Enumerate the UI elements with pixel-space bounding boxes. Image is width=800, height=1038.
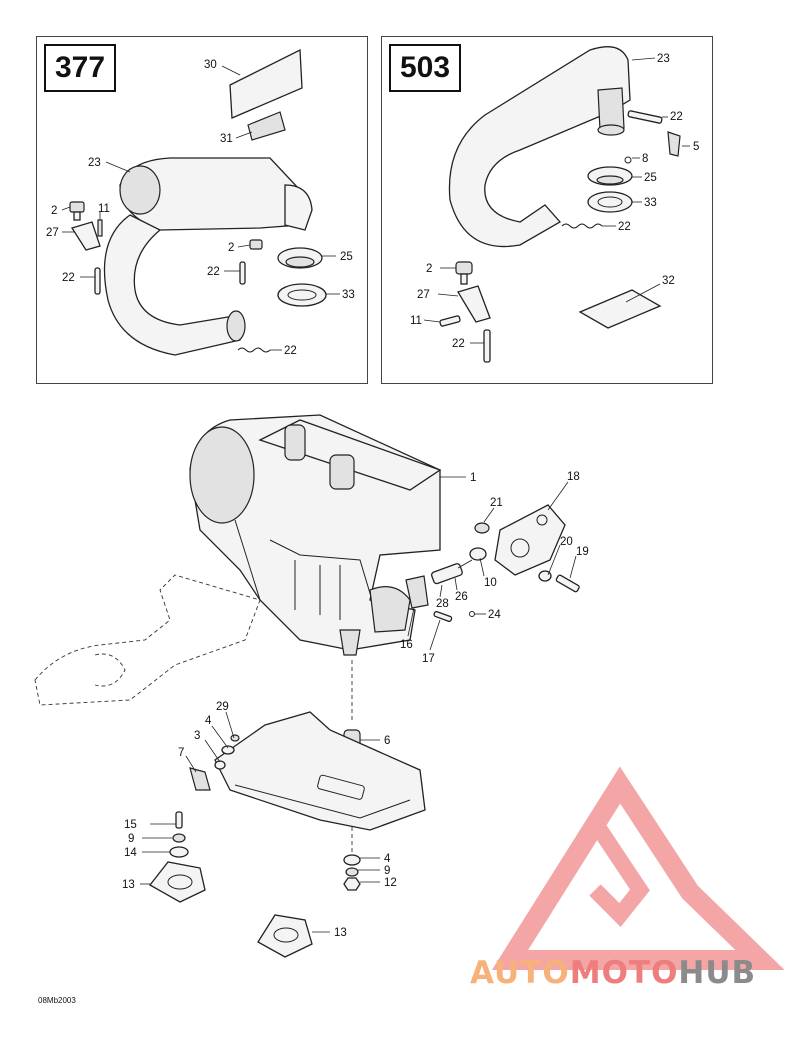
callout-11: 11: [98, 203, 110, 215]
callout-26: 26: [455, 591, 468, 603]
callout-25: 25: [340, 251, 353, 263]
callout-22: 22: [452, 338, 465, 350]
callout-13: 13: [122, 879, 135, 891]
callout-22: 22: [62, 272, 75, 284]
callout-11: 11: [410, 315, 422, 327]
callout-8: 8: [642, 153, 648, 165]
callout-6: 6: [384, 735, 390, 747]
callout-10: 10: [484, 577, 497, 589]
watermark-logo-icon: [491, 766, 785, 970]
callout-5: 5: [693, 141, 699, 153]
callout-25: 25: [644, 172, 657, 184]
watermark-part-hub: HUB: [678, 955, 757, 991]
callout-22: 22: [618, 221, 631, 233]
callout-16: 16: [400, 639, 413, 651]
callout-23: 23: [657, 53, 670, 65]
callout-22: 22: [670, 111, 683, 123]
callout-18: 18: [567, 471, 580, 483]
callout-31: 31: [220, 133, 233, 145]
callout-24: 24: [488, 609, 501, 621]
callout-3: 3: [194, 730, 200, 742]
model-badge-503: 503: [389, 44, 461, 92]
callout-30: 30: [204, 59, 217, 71]
callout-21: 21: [490, 497, 503, 509]
callout-14: 14: [124, 847, 137, 859]
drawing-code: 08Mb2003: [38, 996, 76, 1005]
panel-377-parts: 30 31 23 2 11 27 2 25 22 22 33 22: [46, 48, 355, 357]
panel-503-parts: 23 22 5 8 25 33 22 2 27 32 11 22: [410, 46, 699, 363]
watermark-part-moto: MOTO: [569, 955, 679, 991]
callout-13: 13: [334, 927, 347, 939]
callout-9: 9: [128, 833, 134, 845]
callout-32: 32: [662, 275, 675, 287]
model-badge-377: 377: [44, 44, 116, 92]
callout-4: 4: [205, 715, 212, 727]
callout-19: 19: [576, 546, 589, 558]
callout-22: 22: [284, 345, 297, 357]
callout-15: 15: [124, 819, 137, 831]
callout-23: 23: [88, 157, 101, 169]
callout-29: 29: [216, 701, 229, 713]
callout-12: 12: [384, 877, 397, 889]
callout-7: 7: [178, 747, 184, 759]
callout-22: 22: [207, 266, 220, 278]
callout-33: 33: [342, 289, 355, 301]
callout-4: 4: [384, 853, 391, 865]
callout-27: 27: [417, 289, 430, 301]
callout-2: 2: [228, 242, 234, 254]
callout-2: 2: [51, 205, 57, 217]
callout-2: 2: [426, 263, 432, 275]
callout-28: 28: [436, 598, 449, 610]
watermark-text: AUTOMOTOHUB: [470, 955, 756, 991]
callout-17: 17: [422, 653, 435, 665]
callout-33: 33: [644, 197, 657, 209]
callout-9: 9: [384, 865, 390, 877]
callout-1: 1: [470, 472, 476, 484]
callout-27: 27: [46, 227, 59, 239]
callout-20: 20: [560, 536, 573, 548]
main-engine-assembly: 1 18 21 20 19 10 28 26 24 16 17 6 29 4 3…: [34, 414, 589, 958]
watermark-part-auto: AUTO: [470, 955, 570, 991]
